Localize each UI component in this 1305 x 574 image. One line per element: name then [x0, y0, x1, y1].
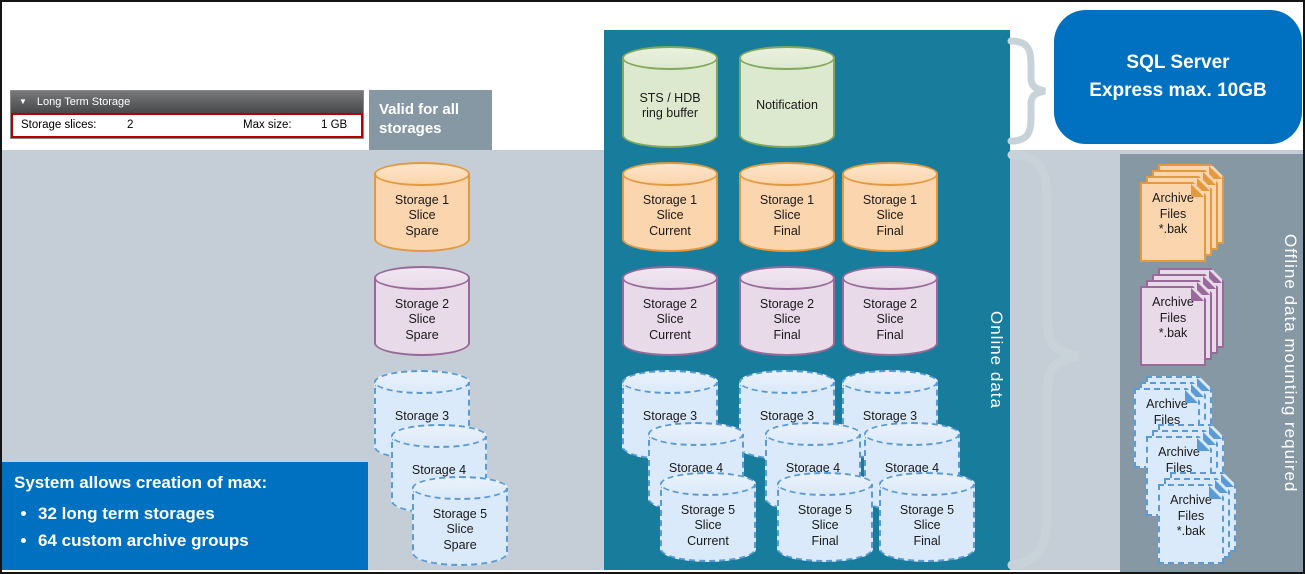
cylinder-storage-1-final: Storage 1 Slice Final [739, 162, 835, 252]
cylinder-storage-5-current: Storage 5 Slice Current [660, 472, 756, 562]
archive-file-sheet: Archive Files *.bak [1140, 286, 1206, 366]
cylinder-label: Storage 1 Slice Final [862, 192, 918, 238]
cylinder-storage-1-current: Storage 1 Slice Current [622, 162, 718, 252]
cylinder-top [765, 422, 861, 446]
system-max-box: System allows creation of max: 32 long t… [2, 462, 368, 570]
cylinder-top [739, 370, 835, 394]
storage-slices-label: Storage slices: [21, 119, 97, 131]
cylinder-body [622, 174, 718, 252]
max-box-title: System allows creation of max: [14, 473, 268, 492]
online-data-label: Online data [987, 311, 1006, 409]
cylinder-label: STS / HDB ring buffer [639, 90, 701, 121]
cylinder-label: Storage 2 Slice Current [642, 296, 698, 342]
cylinder-label: Notification [756, 98, 818, 113]
cylinder-body [622, 58, 718, 148]
archive-file-label: Archive Files [1158, 445, 1200, 475]
cylinder-label: Storage 5 Slice Final [797, 502, 853, 548]
long-term-storage-panel: ▼ Long Term Storage Storage slices: 2 Ma… [10, 90, 364, 139]
max-box-bullet: 32 long term storages [38, 500, 356, 527]
collapse-triangle-icon[interactable]: ▼ [19, 97, 27, 106]
cylinder-label: Storage 5 Slice Spare [432, 506, 488, 552]
max-box-list: 32 long term storages 64 custom archive … [14, 500, 356, 554]
cylinder-label: Storage 5 Slice Current [680, 502, 736, 548]
cylinder-storage-5-final: Storage 5 Slice Final [879, 472, 975, 562]
cylinder-top [622, 162, 718, 186]
cylinder-body [739, 174, 835, 252]
cylinder-top [412, 476, 508, 500]
cylinder-body [879, 484, 975, 562]
max-size-value: 1 GB [321, 119, 348, 131]
cylinder-top [622, 370, 718, 394]
panel-settings-row: Storage slices: 2 Max size: 1 GB [11, 113, 363, 138]
cylinder-storage-2-final: Storage 2 Slice Final [739, 266, 835, 356]
cylinder-top [842, 162, 938, 186]
online-data-label-wrap: Online data [986, 275, 1006, 445]
archive-file-label: Archive Files *.bak [1152, 191, 1194, 236]
cylinder-top [374, 266, 470, 290]
offline-data-label-wrap: Offline data mounting required [1280, 154, 1300, 572]
cylinder-body [660, 484, 756, 562]
archive-file-sheet: Archive Files *.bak [1140, 182, 1206, 262]
cylinder-top [842, 370, 938, 394]
cylinder-top [622, 266, 718, 290]
max-box-bullet: 64 custom archive groups [38, 527, 356, 554]
cylinder-body [374, 174, 470, 252]
cylinder-top [739, 266, 835, 290]
cylinder-top [648, 422, 744, 446]
sql-server-express-box: SQL Server Express max. 10GB [1054, 10, 1302, 144]
cylinder-notification: Notification [739, 46, 835, 148]
brace-to-sql-server [1007, 37, 1046, 145]
cylinder-storage-1-spare: Storage 1 Slice Spare [374, 162, 470, 252]
cylinder-top [374, 370, 470, 394]
cylinder-storage-2-final: Storage 2 Slice Final [842, 266, 938, 356]
cylinder-top [660, 472, 756, 496]
online-data-panel: STS / HDB ring buffer Notification Stora… [604, 30, 1010, 570]
cylinder-top [374, 162, 470, 186]
cylinder-storage-1-final: Storage 1 Slice Final [842, 162, 938, 252]
cylinder-body [374, 278, 470, 356]
panel-header[interactable]: ▼ Long Term Storage [11, 91, 363, 113]
cylinder-label: Storage 5 Slice Final [899, 502, 955, 548]
cylinder-top [879, 472, 975, 496]
cylinder-body [842, 174, 938, 252]
cylinder-top [391, 424, 487, 448]
storage-slices-value: 2 [127, 119, 134, 131]
valid-for-all-storages-label: Valid for all storages [369, 90, 492, 150]
archive-file-label: Archive Files *.bak [1170, 493, 1212, 538]
cylinder-label: Storage 1 Slice Current [642, 192, 698, 238]
archive-stack-dashed: Archive Files *.bak [1158, 472, 1244, 570]
archive-stack-orange: Archive Files *.bak [1140, 164, 1226, 262]
cylinder-body [842, 278, 938, 356]
brace-to-offline-data [1007, 150, 1080, 570]
cylinder-top [864, 422, 960, 446]
archive-stack-purple: Archive Files *.bak [1140, 268, 1226, 366]
cylinder-storage-5-spare: Storage 5 Slice Spare [412, 476, 508, 566]
cylinder-top [622, 46, 718, 70]
cylinder-sts-hdb-ring-buffer: STS / HDB ring buffer [622, 46, 718, 148]
cylinder-body [739, 58, 835, 148]
archive-file-label: Archive Files [1146, 397, 1188, 427]
cylinder-top [739, 46, 835, 70]
max-size-label: Max size: [243, 119, 292, 131]
archive-file-label: Archive Files *.bak [1152, 295, 1194, 340]
cylinder-label: Storage 2 Slice Spare [394, 296, 450, 342]
cylinder-label: Storage 1 Slice Spare [394, 192, 450, 238]
offline-data-label: Offline data mounting required [1281, 233, 1300, 493]
cylinder-storage-3: Storage 3 Slice [739, 370, 835, 460]
cylinder-label: Storage 1 Slice Final [759, 192, 815, 238]
panel-title: Long Term Storage [36, 96, 131, 108]
cylinder-top [842, 266, 938, 290]
cylinder-label: Storage 2 Slice Final [862, 296, 918, 342]
cylinder-storage-2-current: Storage 2 Slice Current [622, 266, 718, 356]
cylinder-body [777, 484, 873, 562]
cylinder-storage-5-final: Storage 5 Slice Final [777, 472, 873, 562]
offline-data-panel: Archive Files *.bak Archive Files *.bak … [1120, 154, 1303, 572]
cylinder-top [739, 162, 835, 186]
cylinder-body [622, 278, 718, 356]
archive-file-sheet: Archive Files *.bak [1158, 484, 1224, 564]
cylinder-label: Storage 2 Slice Final [759, 296, 815, 342]
cylinder-top [777, 472, 873, 496]
cylinder-storage-2-spare: Storage 2 Slice Spare [374, 266, 470, 356]
cylinder-body [739, 278, 835, 356]
